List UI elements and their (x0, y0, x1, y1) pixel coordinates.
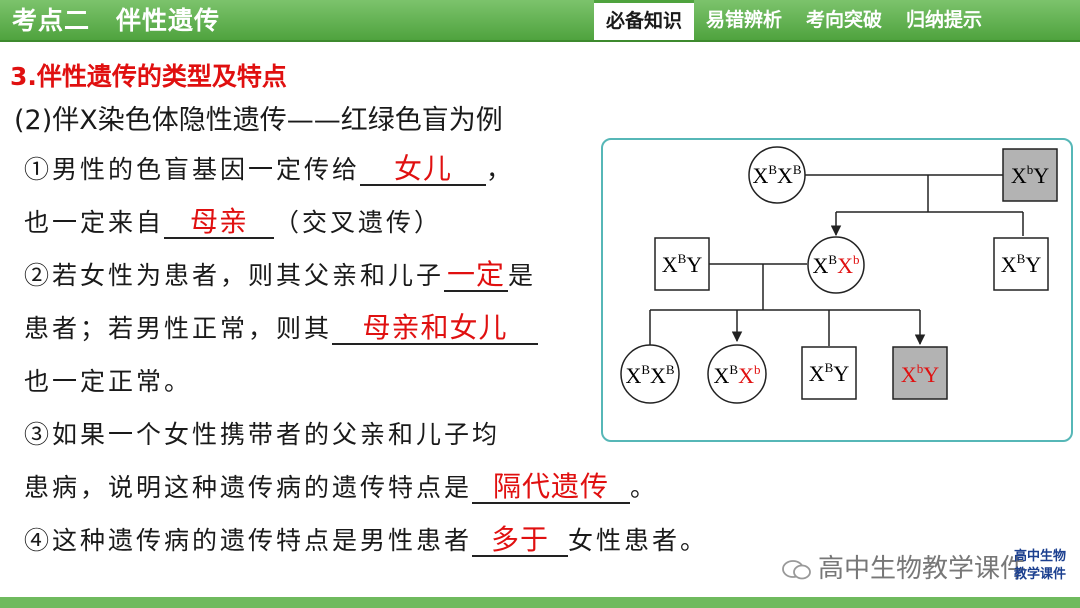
item2-line3: 也一定正常。 (24, 362, 192, 398)
item1-text-c: 也一定来自 (24, 208, 165, 237)
logo-line2: 教学课件 (1013, 567, 1066, 582)
pedigree-chart: XBXB XbY XBY XBXb XBY XBXB XBXb XBY XbY (601, 138, 1073, 442)
title-part2: 伴性遗传 (116, 6, 221, 35)
item1-text-a: ①男性的色盲基因一定传给 (24, 155, 361, 184)
item3-text-c: 。 (630, 473, 659, 502)
tab-kaoxiang[interactable]: 考向突破 (806, 9, 883, 31)
gen2-male-left-genotype: XBY (662, 251, 703, 277)
wechat-icon (782, 559, 811, 579)
answer-blank-certain: 一定 (444, 260, 509, 292)
item2-text-d: 也一定正常。 (24, 367, 193, 396)
gen3-male-affected-symbol (892, 346, 948, 400)
item2-line1: ②若女性为患者，则其父亲和儿子一定是 (24, 256, 536, 292)
tab-bibei[interactable]: 必备知识 (594, 0, 695, 40)
page-title: 考点二伴性遗传 (12, 2, 220, 40)
title-part1: 考点二 (12, 6, 91, 35)
subtitle: (2)伴X染色体隐性遗传——红绿色盲为例 (14, 105, 503, 136)
item2-text-a: ②若女性为患者，则其父亲和儿子 (24, 261, 445, 290)
item4-text-a: ④这种遗传病的遗传特点是男性患者 (24, 526, 473, 555)
item4-line: ④这种遗传病的遗传特点是男性患者多于女性患者。 (24, 521, 708, 557)
watermark: 高中生物教学课件 (782, 548, 1026, 585)
gen2-female-carrier-symbol (807, 236, 865, 294)
logo-line1: 高中生物 (1013, 549, 1066, 564)
tab-bar: 必备知识 易错辨析 考向突破 归纳提示 (594, 0, 994, 40)
answer-blank-mother-daughter: 母亲和女儿 (332, 313, 539, 345)
gen1-male-affected-symbol (1002, 148, 1058, 202)
gen3-female-carrier-symbol (707, 344, 767, 404)
item2-text-c: 患者；若男性正常，则其 (24, 314, 333, 343)
gen2-male-left-symbol (654, 237, 710, 291)
section-title: 3.伴性遗传的类型及特点 (10, 62, 287, 91)
tab-yicuo[interactable]: 易错辨析 (706, 9, 783, 31)
answer-blank-more-than: 多于 (472, 525, 569, 557)
item1-line1: ①男性的色盲基因一定传给女儿， (24, 150, 514, 186)
header-bar: 考点二伴性遗传 必备知识 易错辨析 考向突破 归纳提示 (0, 0, 1080, 42)
answer-blank-daughter: 女儿 (360, 154, 487, 186)
item3-text-a: ③如果一个女性携带者的父亲和儿子均 (24, 420, 501, 449)
item2-text-b: 是 (508, 261, 537, 290)
gen1-female-symbol (748, 146, 806, 204)
channel-logo: 高中生物 教学课件 (1008, 548, 1072, 588)
tab-guina[interactable]: 归纳提示 (906, 9, 983, 31)
gen2-female-genotype: XBXb (813, 252, 860, 278)
answer-blank-skip-generation: 隔代遗传 (472, 472, 631, 504)
gen3-male-normal-symbol (801, 346, 857, 400)
gen3-female-normal-genotype: XBXB (625, 362, 674, 388)
pedigree-svg: XBXB XbY XBY XBXb XBY XBXB XBXb XBY XbY (620, 146, 1058, 404)
item3-line1: ③如果一个女性携带者的父亲和儿子均 (24, 415, 500, 451)
item4-text-b: 女性患者。 (568, 526, 709, 555)
gen2-male-right-symbol (993, 237, 1049, 291)
item3-line2: 患病，说明这种遗传病的遗传特点是隔代遗传。 (24, 468, 658, 504)
answer-blank-mother: 母亲 (164, 207, 275, 239)
gen3-female-normal-symbol (620, 344, 680, 404)
item1-text-d: （交叉遗传） (274, 208, 443, 237)
item3-text-b: 患病，说明这种遗传病的遗传特点是 (24, 473, 473, 502)
item1-line2: 也一定来自母亲（交叉遗传） (24, 203, 442, 239)
bottom-bar (0, 597, 1080, 608)
item2-line2: 患者；若男性正常，则其母亲和女儿 (24, 309, 539, 345)
gen3-male-normal-genotype: XBY (809, 360, 850, 386)
item1-text-b: ， (486, 155, 515, 184)
watermark-text: 高中生物教学课件 (818, 554, 1027, 584)
